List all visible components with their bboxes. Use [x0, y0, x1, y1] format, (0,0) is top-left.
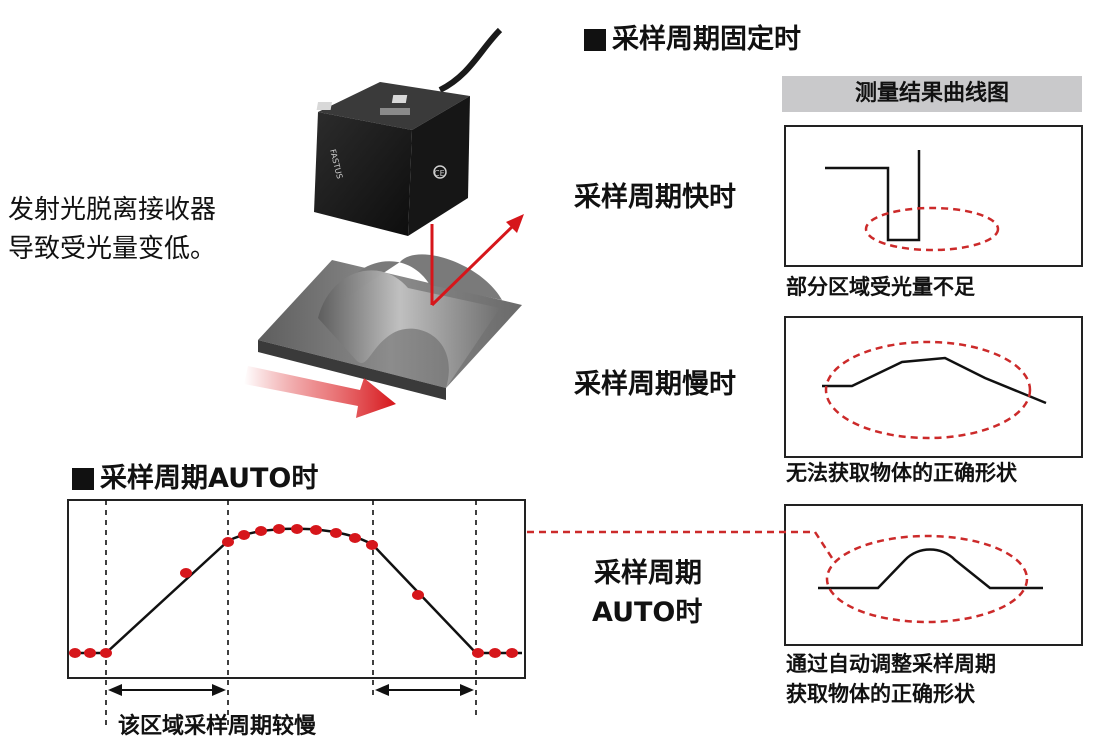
- auto-chart-curve: [818, 548, 1043, 590]
- workpiece-plate: [258, 254, 522, 400]
- sample-dot: [100, 648, 112, 658]
- auto-chart-highlight: [825, 534, 1029, 624]
- auto-period-title: 采样周期AUTO时: [100, 463, 319, 494]
- sample-dot: [291, 524, 303, 534]
- sample-dot: [255, 526, 267, 536]
- sample-dots: [69, 524, 518, 658]
- chart-header-bar: 测量结果曲线图: [782, 76, 1082, 112]
- slow-period-note: 无法获取物体的正确形状: [786, 461, 1017, 485]
- sample-dot: [330, 528, 342, 538]
- sample-dot: [180, 568, 192, 578]
- sample-dot: [412, 590, 424, 600]
- reflect-arrowhead-icon: [506, 214, 524, 233]
- auto-chart-box: [784, 504, 1083, 646]
- auto-connector-line: [527, 530, 834, 559]
- fixed-period-title: 采样周期固定时: [612, 24, 801, 55]
- fast-period-note: 部分区域受光量不足: [786, 275, 975, 299]
- sample-dot: [506, 648, 518, 658]
- laser-reflect-beam: [430, 220, 519, 307]
- slow-period-label: 采样周期慢时: [574, 369, 736, 400]
- sample-dot: [472, 648, 484, 658]
- slow-chart-highlight: [824, 340, 1032, 440]
- sample-dot: [310, 525, 322, 535]
- auto-period-label-1: 采样周期: [594, 558, 702, 589]
- sample-dot: [238, 530, 250, 540]
- sample-dot: [69, 648, 81, 658]
- fast-period-label: 采样周期快时: [574, 182, 736, 213]
- fast-chart-highlight: [864, 206, 1000, 252]
- black-square-icon: [72, 467, 94, 490]
- fast-chart-curve: [825, 150, 921, 242]
- sensor-icon: FASTUS CE: [314, 82, 470, 236]
- emitter-note-2: 导致受光量变低。: [8, 234, 217, 264]
- fixed-period-heading: 采样周期固定时: [584, 26, 801, 53]
- zone-guides: [105, 500, 477, 730]
- black-square-icon: [584, 28, 606, 51]
- ce-mark: CE: [434, 169, 445, 178]
- motion-arrow-icon: [244, 366, 396, 418]
- sample-dot: [273, 524, 285, 534]
- sample-dot: [222, 537, 234, 547]
- auto-period-note-1: 通过自动调整采样周期: [786, 652, 996, 676]
- sample-dot: [366, 540, 378, 550]
- slow-zone-note: 该区域采样周期较慢: [118, 714, 317, 739]
- auto-period-heading: 采样周期AUTO时: [72, 465, 318, 492]
- sample-dot: [489, 648, 501, 658]
- arrowhead-icons: [108, 684, 474, 696]
- sample-dot: [349, 533, 361, 543]
- auto-period-label-2: AUTO时: [592, 597, 703, 628]
- slow-chart-curve: [822, 356, 1047, 405]
- emitter-note-1: 发射光脱离接收器: [8, 195, 217, 225]
- auto-period-note-2: 获取物体的正确形状: [786, 682, 975, 706]
- fast-chart-box: [784, 125, 1083, 267]
- sample-dot: [84, 648, 96, 658]
- sensor-cable: [438, 27, 503, 93]
